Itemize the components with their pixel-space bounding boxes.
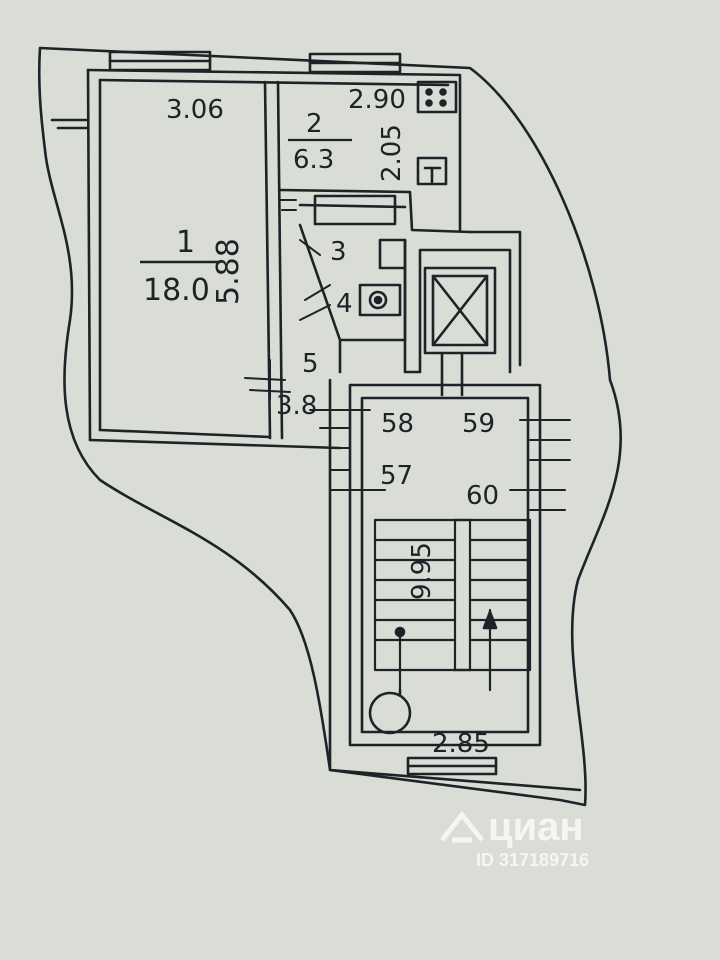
watermark-listing-id: ID 317189716 <box>476 850 589 870</box>
room2-number: 2 <box>306 109 323 139</box>
dim-room1-length: 5.88 <box>211 238 246 305</box>
cian-house-icon <box>440 810 484 843</box>
apartment-door-ticks <box>309 409 571 511</box>
stair-hall-walls <box>348 383 542 747</box>
apartment-57-label: 57 <box>380 461 413 491</box>
stair-flight-right <box>468 518 532 692</box>
elevator-shaft-icon <box>423 266 497 397</box>
room2-area: 6.3 <box>293 145 334 175</box>
dim-room1-width: 3.06 <box>166 95 224 125</box>
window-bottom <box>406 756 498 776</box>
dim-stair-flight: 9.95 <box>407 542 437 600</box>
apartment-58-label: 58 <box>381 409 414 439</box>
corridor-walls <box>403 238 512 374</box>
dim-room2-depth: 2.05 <box>377 124 407 182</box>
window-top-left <box>108 50 212 72</box>
chute-circle <box>368 691 412 735</box>
stair-down-marker <box>394 626 406 638</box>
dim-hall-width: 3.8 <box>276 391 317 421</box>
dim-room2-width: 2.90 <box>348 85 406 115</box>
toilet-icon <box>368 290 388 310</box>
plan-break-outline <box>37 46 623 807</box>
room4-number: 4 <box>336 289 353 319</box>
bathtub <box>313 194 397 226</box>
room1-number: 1 <box>176 225 195 260</box>
watermark-brand: циан <box>488 805 584 849</box>
window-top-right <box>308 52 402 74</box>
watermark: циан ID 317189716 <box>440 805 589 870</box>
room3-number: 3 <box>330 237 347 267</box>
door-ticks <box>244 189 331 401</box>
stair-up-arrow <box>482 610 498 630</box>
exterior-walls <box>86 68 462 450</box>
stove-icon <box>416 80 458 114</box>
sink-icon <box>416 156 448 186</box>
room2-lower-wall <box>278 188 472 234</box>
room1-area: 18.0 <box>143 273 210 308</box>
apartment-59-label: 59 <box>462 409 495 439</box>
dim-stair-width: 2.85 <box>432 729 490 759</box>
stair-flight-left <box>373 518 457 692</box>
room5-number: 5 <box>302 349 319 379</box>
bathroom-walls <box>298 223 407 342</box>
apartment-60-label: 60 <box>466 481 499 511</box>
